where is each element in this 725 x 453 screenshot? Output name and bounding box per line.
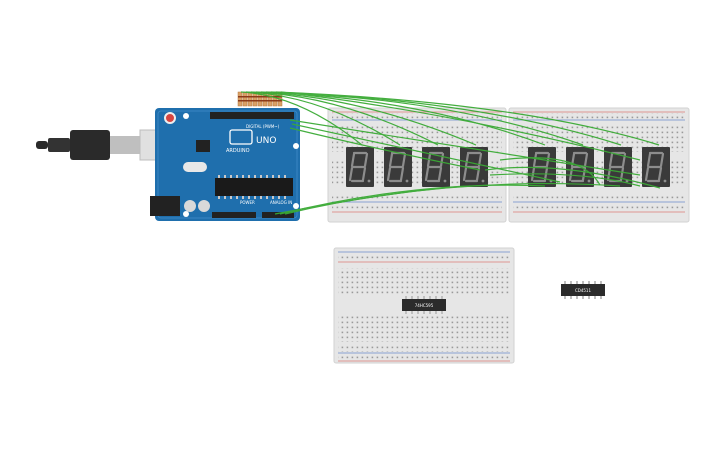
digital-header[interactable] [210, 112, 294, 119]
display-segment [462, 166, 468, 182]
display-decimal-point [405, 179, 409, 183]
reset-button[interactable] [164, 112, 176, 124]
display-segment [424, 166, 430, 182]
display-decimal-point [367, 179, 371, 183]
display-decimal-point [663, 179, 667, 183]
seven-segment-display[interactable] [346, 147, 374, 187]
display-decimal-point [481, 179, 485, 183]
display-segment [437, 166, 443, 182]
chip-cd4511-label: CD4511 [575, 288, 592, 293]
display-decimal-point [443, 179, 447, 183]
display-segment [350, 152, 356, 168]
seven-segment-display[interactable] [642, 147, 670, 187]
display-segment [532, 152, 538, 168]
display-segment [363, 152, 369, 168]
display-segment [361, 166, 367, 182]
chip-74hc595-label: 74HC595 [415, 303, 434, 308]
arduino-model-label: UNO [256, 136, 276, 146]
display-decimal-point [587, 179, 591, 183]
display-segment [657, 166, 663, 182]
display-segment [388, 152, 394, 168]
seven-segment-display[interactable] [384, 147, 412, 187]
display-segment [399, 166, 405, 182]
chip-cd4511[interactable]: CD4511 [561, 281, 605, 299]
breadboard-left[interactable] [327, 107, 507, 223]
microcontroller-chip [215, 178, 293, 196]
display-segment [644, 166, 650, 182]
power-label: POWER [240, 200, 255, 205]
jumper-wires[interactable] [240, 91, 661, 215]
display-segment [464, 152, 470, 168]
display-segment [386, 166, 392, 182]
display-segment [348, 166, 354, 182]
power-jack [150, 196, 180, 216]
display-segment [646, 152, 652, 168]
arduino-board[interactable]: ARDUINO UNO DIGITAL (PWM~) POWER ANALOG … [150, 108, 300, 221]
chip-74hc595[interactable]: 74HC595 [402, 296, 446, 314]
display-segment [608, 152, 614, 168]
display-segment [583, 152, 589, 168]
power-header[interactable] [212, 212, 256, 218]
display-segment [401, 152, 407, 168]
display-segment [581, 166, 587, 182]
display-segment [659, 152, 665, 168]
analog-label: ANALOG IN [270, 200, 292, 205]
arduino-brand-label: ARDUINO [226, 148, 250, 154]
analog-header[interactable] [262, 212, 294, 218]
usb-cable[interactable] [36, 129, 163, 161]
digital-label: DIGITAL (PWM~) [246, 124, 280, 129]
